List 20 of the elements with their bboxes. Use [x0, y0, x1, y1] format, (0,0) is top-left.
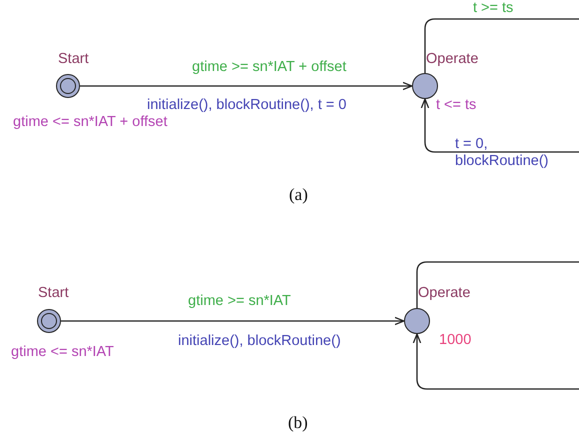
- subfigure-caption: (a): [289, 185, 308, 205]
- invariant-text: 1000: [439, 332, 472, 349]
- location-name: Start: [38, 285, 69, 302]
- location-name: Operate: [426, 51, 478, 68]
- transition-arrow: [412, 261, 579, 390]
- update-label: initialize(), blockRoutine(): [178, 333, 341, 350]
- update-label: initialize(), blockRoutine(), t = 0: [147, 97, 346, 114]
- transition-arrow: [420, 18, 579, 153]
- update-label: t = 0, blockRoutine(): [455, 136, 550, 170]
- location-name: Operate: [418, 285, 470, 302]
- guard-label: gtime >= sn*IAT + offset: [192, 59, 346, 76]
- location-name: Start: [58, 51, 89, 68]
- transition-arrow: [61, 316, 405, 326]
- invariant-text: t <= ts: [436, 97, 476, 114]
- guard-label: gtime >= sn*IAT: [188, 293, 291, 310]
- subfigure-caption: (b): [288, 413, 308, 433]
- guard-label: t >= ts: [473, 0, 514, 17]
- transition-arrow: [80, 82, 413, 90]
- invariant-text: gtime <= sn*IAT + offset: [13, 114, 168, 131]
- invariant-text: gtime <= sn*IAT: [11, 344, 114, 361]
